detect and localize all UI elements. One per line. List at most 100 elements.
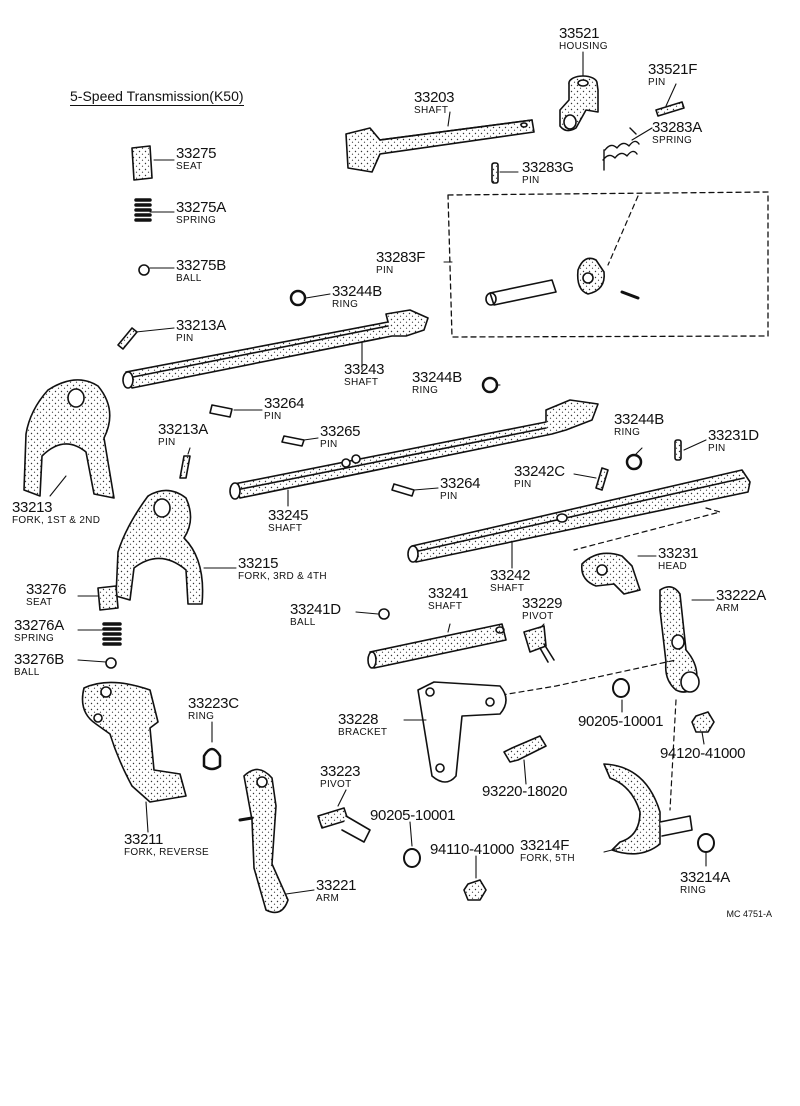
washer-90205-a (612, 678, 630, 698)
part-number: 33215 (238, 555, 279, 572)
part-number: 33241 (428, 585, 469, 602)
part-name: SPRING (652, 135, 693, 146)
part-number: 33276A (14, 617, 64, 634)
ring-33244B-a (289, 289, 307, 307)
shaft-33241 (367, 623, 507, 669)
part-name: RING (412, 385, 439, 396)
part-number: 33244B (412, 369, 462, 386)
shaft-33242 (407, 469, 751, 563)
ring-33244B-c (625, 453, 643, 471)
part-name: BALL (176, 273, 202, 284)
fork-33213 (23, 379, 115, 499)
nut-94110 (463, 879, 487, 901)
part-name: ARM (716, 603, 740, 614)
part-number: 33242 (490, 567, 531, 584)
part-number: 33275B (176, 257, 226, 274)
part-number: 33222A (716, 587, 766, 604)
part-number: 33211 (124, 831, 164, 848)
part-number: 33214A (680, 869, 730, 886)
part-label-94110: 94110-41000 (430, 842, 514, 857)
shaft-33203 (345, 119, 535, 173)
part-number: 33223 (320, 763, 361, 780)
arm-33222A (659, 586, 700, 693)
part-name: PIVOT (522, 611, 554, 622)
part-name: SHAFT (428, 601, 463, 612)
spring-33275A (134, 198, 152, 222)
part-name: PIN (264, 411, 282, 422)
part-name: BALL (14, 667, 40, 678)
seat-33275 (131, 145, 153, 181)
part-number: 33276B (14, 651, 64, 668)
shaft-33245 (229, 399, 599, 500)
part-number: 33275 (176, 145, 217, 162)
ball-33241D (378, 608, 390, 620)
part-name: PIN (376, 265, 394, 276)
arm-33221 (238, 768, 289, 914)
ring-33223C (202, 747, 222, 771)
diagram-title: 5-Speed Transmission(K50) (70, 88, 244, 106)
part-name: RING (614, 427, 641, 438)
part-name: FORK, 5TH (520, 853, 575, 864)
part-name: SHAFT (490, 583, 525, 594)
pin-33213A-a (117, 327, 138, 350)
part-name: SHAFT (268, 523, 303, 534)
fork-33211 (81, 681, 187, 803)
spring-33283A (602, 127, 640, 171)
part-number: 33214F (520, 837, 570, 854)
part-number: 90205-10001 (578, 713, 664, 730)
pin-33242C (595, 467, 609, 491)
part-number: 33283F (376, 249, 426, 266)
washer-90205-b (403, 848, 421, 868)
part-name: RING (332, 299, 359, 310)
part-number: 90205-10001 (370, 807, 456, 824)
part-number: 33229 (522, 595, 563, 612)
part-label-90205_2: 90205-10001 (370, 808, 455, 823)
fork-33214F (603, 763, 661, 855)
ball-33276B (105, 657, 117, 669)
pin-33283G (491, 162, 499, 184)
sub-assembly-frame (447, 191, 769, 338)
part-name: HEAD (658, 561, 687, 572)
ball-33275B (138, 264, 150, 276)
part-number: 33244B (614, 411, 664, 428)
part-number: 33231D (708, 427, 759, 444)
part-name: PIVOT (320, 779, 352, 790)
part-name: RING (680, 885, 707, 896)
part-name: PIN (176, 333, 194, 344)
part-name: BALL (290, 617, 316, 628)
shaft-33243 (122, 309, 429, 389)
part-name: HOUSING (559, 41, 608, 52)
part-number: 33245 (268, 507, 309, 524)
pivot-33223 (317, 807, 371, 843)
part-number: 33521 (559, 25, 600, 42)
part-name: RING (188, 711, 215, 722)
part-name: FORK, REVERSE (124, 847, 210, 858)
part-number: 33283A (652, 119, 702, 136)
part-number: 33203 (414, 89, 455, 106)
spring-33276A (102, 622, 122, 646)
